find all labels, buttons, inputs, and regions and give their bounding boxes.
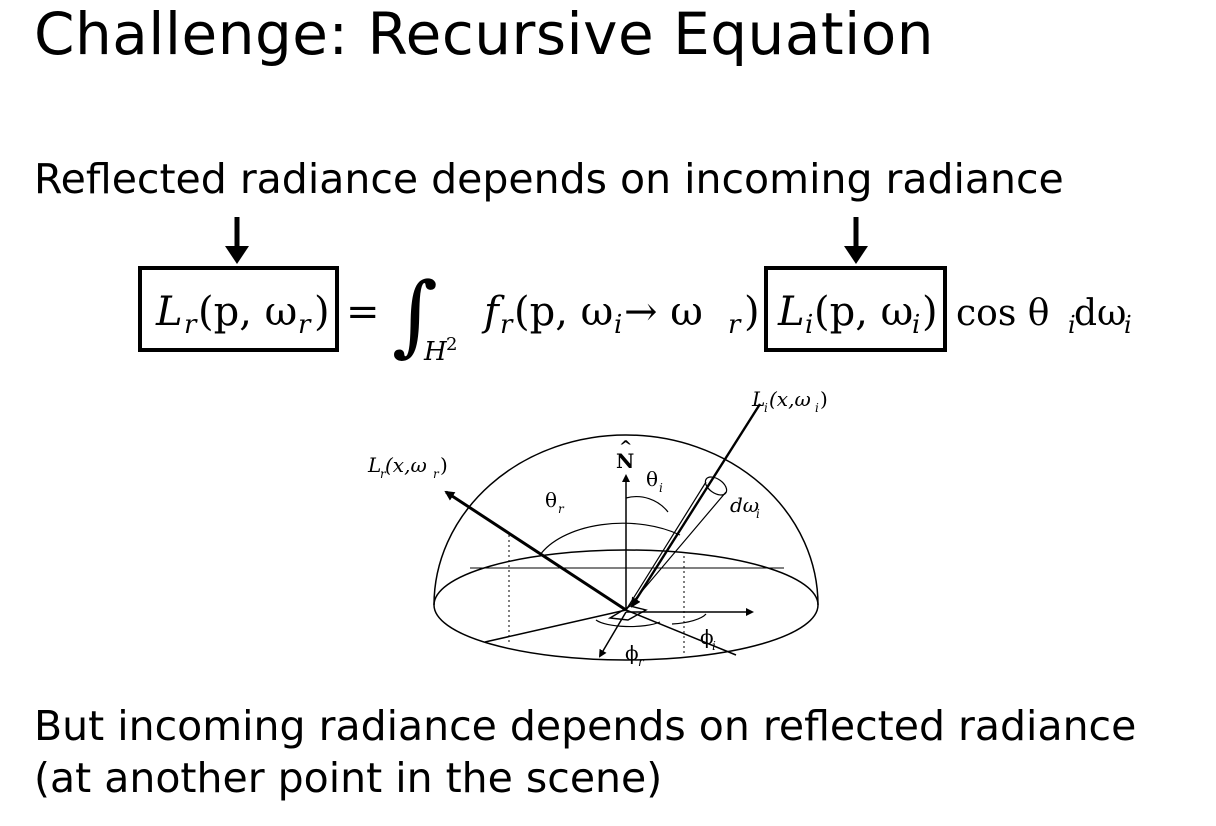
label-Lr-sub: r [380, 467, 387, 481]
lhs-close: ) [314, 289, 330, 335]
brdf-arrow: → ω [624, 289, 703, 335]
label-theta-r-sub: r [558, 502, 565, 516]
label-domega: dω [730, 493, 759, 517]
incoming-args-sub: i [912, 310, 920, 340]
label-theta-i: θ [646, 467, 658, 491]
arrow-to-incoming-term [844, 217, 868, 264]
reflected-radiance-box [138, 266, 339, 352]
cos-term: cos θ [956, 293, 1049, 334]
incoming-sub: i [805, 310, 813, 340]
label-Li-args: (x,ω [769, 387, 811, 411]
statement-reflected-depends-incoming: Reflected radiance depends on incoming r… [34, 155, 1064, 203]
label-Li: L [751, 387, 765, 411]
label-Li-close: ) [820, 387, 828, 411]
integral-domain: H [423, 337, 448, 367]
label-Lr: L [367, 453, 381, 477]
label-domega-sub: i [756, 507, 760, 521]
label-phi-r-sub: r [638, 655, 645, 669]
brdf-args-a: (p, ω [514, 289, 613, 335]
incoming-radiance-box [764, 266, 947, 352]
brdf-close: ) [744, 289, 760, 335]
lhs-args-sub: r [298, 310, 312, 340]
cos-sub: i [1068, 311, 1076, 339]
label-Li-sub: i [764, 401, 768, 415]
label-Li-args-sub: i [815, 401, 819, 415]
incoming-args: (p, ω [814, 289, 913, 335]
label-normal-hat: ^ [619, 437, 632, 456]
equals-sign: = [346, 289, 380, 335]
label-theta-i-sub: i [659, 481, 663, 495]
incoming-close: ) [922, 289, 938, 335]
lhs-args: (p, ω [198, 289, 297, 335]
lhs-sub: r [184, 310, 198, 340]
d-omega: dω [1074, 293, 1126, 334]
label-phi-r: ϕ [625, 641, 639, 665]
lhs-symbol: L [155, 289, 183, 335]
label-theta-r: θ [545, 488, 557, 512]
brdf-sub: r [500, 310, 514, 340]
label-Lr-close: ) [440, 453, 448, 477]
integral-domain-sup: 2 [446, 334, 457, 355]
statement-incoming-depends-reflected: But incoming radiance depends on reflect… [34, 702, 1137, 802]
incoming-symbol: L [777, 289, 805, 335]
label-phi-i: ϕ [700, 625, 714, 649]
label-phi-i-sub: i [712, 639, 716, 653]
arrow-to-reflected-term [225, 217, 249, 264]
label-normal: N [616, 449, 634, 473]
brdf-args-b-sub: r [728, 310, 742, 340]
label-Lr-args: (x,ω [385, 453, 427, 477]
slide-title: Challenge: Recursive Equation [34, 0, 934, 68]
label-Lr-args-sub: r [433, 467, 440, 481]
hemisphere-diagram [433, 403, 819, 661]
brdf-args-a-sub: i [614, 310, 622, 340]
integral-sign: ∫ [392, 263, 438, 366]
d-omega-sub: i [1124, 311, 1132, 339]
